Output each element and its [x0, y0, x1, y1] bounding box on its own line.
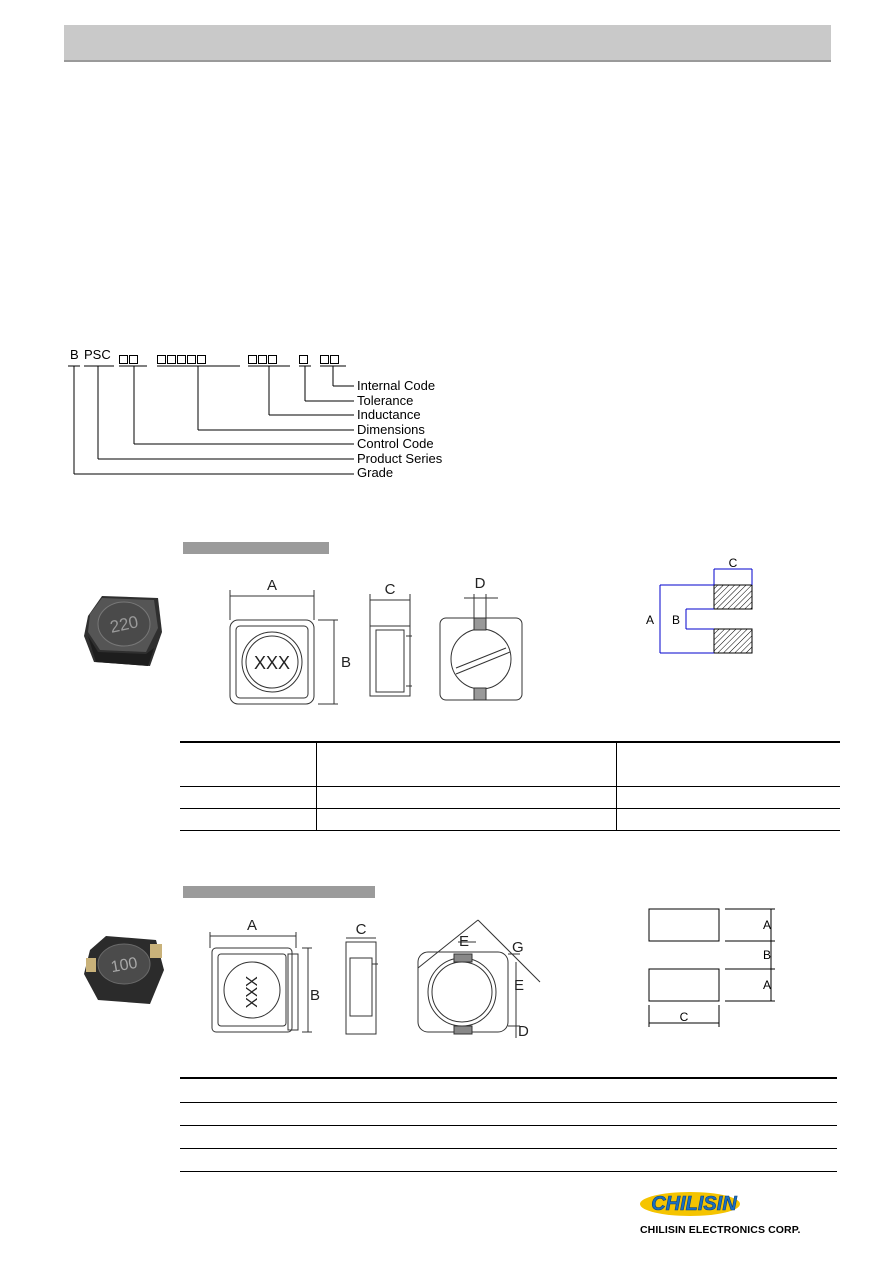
- inductor-photo-1: 220: [84, 596, 162, 666]
- table-row: [180, 1125, 837, 1149]
- pad-letter-b: B: [672, 613, 680, 627]
- page-header-bar: [64, 25, 831, 62]
- grade-code: B: [70, 347, 79, 362]
- inductor-photo-2: 100: [84, 936, 164, 1004]
- tolerance-box: [299, 350, 309, 368]
- pad2-letter-a-bottom: A: [763, 978, 771, 992]
- logo-text: CHILISIN: [651, 1193, 737, 1215]
- table-cell: [180, 741, 317, 787]
- table-cell: [316, 808, 617, 831]
- table-cell: [616, 808, 840, 831]
- table-cell: [316, 741, 617, 787]
- label-grade: Grade: [357, 465, 394, 480]
- table-row: [180, 1148, 837, 1172]
- label-tolerance: Tolerance: [357, 393, 414, 408]
- table-cell: [616, 786, 840, 809]
- part-number-leader-lines: [68, 365, 354, 475]
- dim-letter-b: B: [341, 654, 351, 671]
- label-product-series: Product Series: [357, 451, 443, 466]
- outline-1-marking: XXX: [254, 653, 290, 673]
- dim2-letter-d: D: [518, 1023, 529, 1040]
- dimensions-boxes: [157, 350, 207, 368]
- pad2-letter-c: C: [680, 1010, 689, 1024]
- section1-title-bar: [183, 542, 329, 554]
- internal-code-boxes: [320, 350, 340, 368]
- dim-letter-c: C: [385, 581, 396, 598]
- section2-outline-drawing: A B C E G E D XXX: [209, 918, 541, 1040]
- table-cell: [180, 808, 317, 831]
- series-code: PSC: [84, 347, 111, 362]
- inductance-boxes: [248, 350, 278, 368]
- section2-spec-table: [180, 1077, 837, 1172]
- table-row: [180, 1077, 837, 1103]
- label-internal-code: Internal Code: [357, 378, 436, 393]
- dim-letter-d: D: [475, 575, 486, 592]
- photo-2-marking: 100: [110, 955, 139, 976]
- pad2-letter-b: B: [763, 948, 771, 962]
- table-cell: [180, 786, 317, 809]
- section1-outline-drawing: XXX A B C D: [229, 575, 523, 705]
- dim2-letter-e-side: E: [514, 977, 524, 994]
- label-control-code: Control Code: [357, 436, 434, 451]
- part-number-code: B: [70, 347, 79, 362]
- table-row: [180, 1102, 837, 1126]
- dim2-letter-g: G: [512, 939, 524, 956]
- pad-letter-a: A: [646, 613, 654, 627]
- section1-pad-layout: C A B: [646, 556, 753, 654]
- label-inductance: Inductance: [357, 407, 421, 422]
- table-cell: [616, 741, 840, 787]
- outline-2-marking: XXX: [242, 976, 259, 1008]
- table-cell: [316, 786, 617, 809]
- section2-pad-layout: A B A C: [648, 908, 775, 1027]
- pad2-letter-a-top: A: [763, 918, 771, 932]
- label-dimensions: Dimensions: [357, 422, 425, 437]
- chilisin-logo: CHILISIN: [640, 1192, 740, 1216]
- company-name: CHILISIN ELECTRONICS CORP.: [640, 1224, 801, 1236]
- dim-letter-a: A: [267, 577, 277, 594]
- dim2-letter-c: C: [356, 921, 367, 938]
- dim2-letter-b: B: [310, 987, 320, 1004]
- dim2-letter-e-top: E: [459, 933, 469, 950]
- section2-title-bar: [183, 886, 375, 898]
- pad-letter-c: C: [729, 556, 738, 570]
- control-code-boxes: [119, 350, 139, 368]
- section1-spec-table: [180, 741, 840, 831]
- dim2-letter-a: A: [247, 918, 257, 934]
